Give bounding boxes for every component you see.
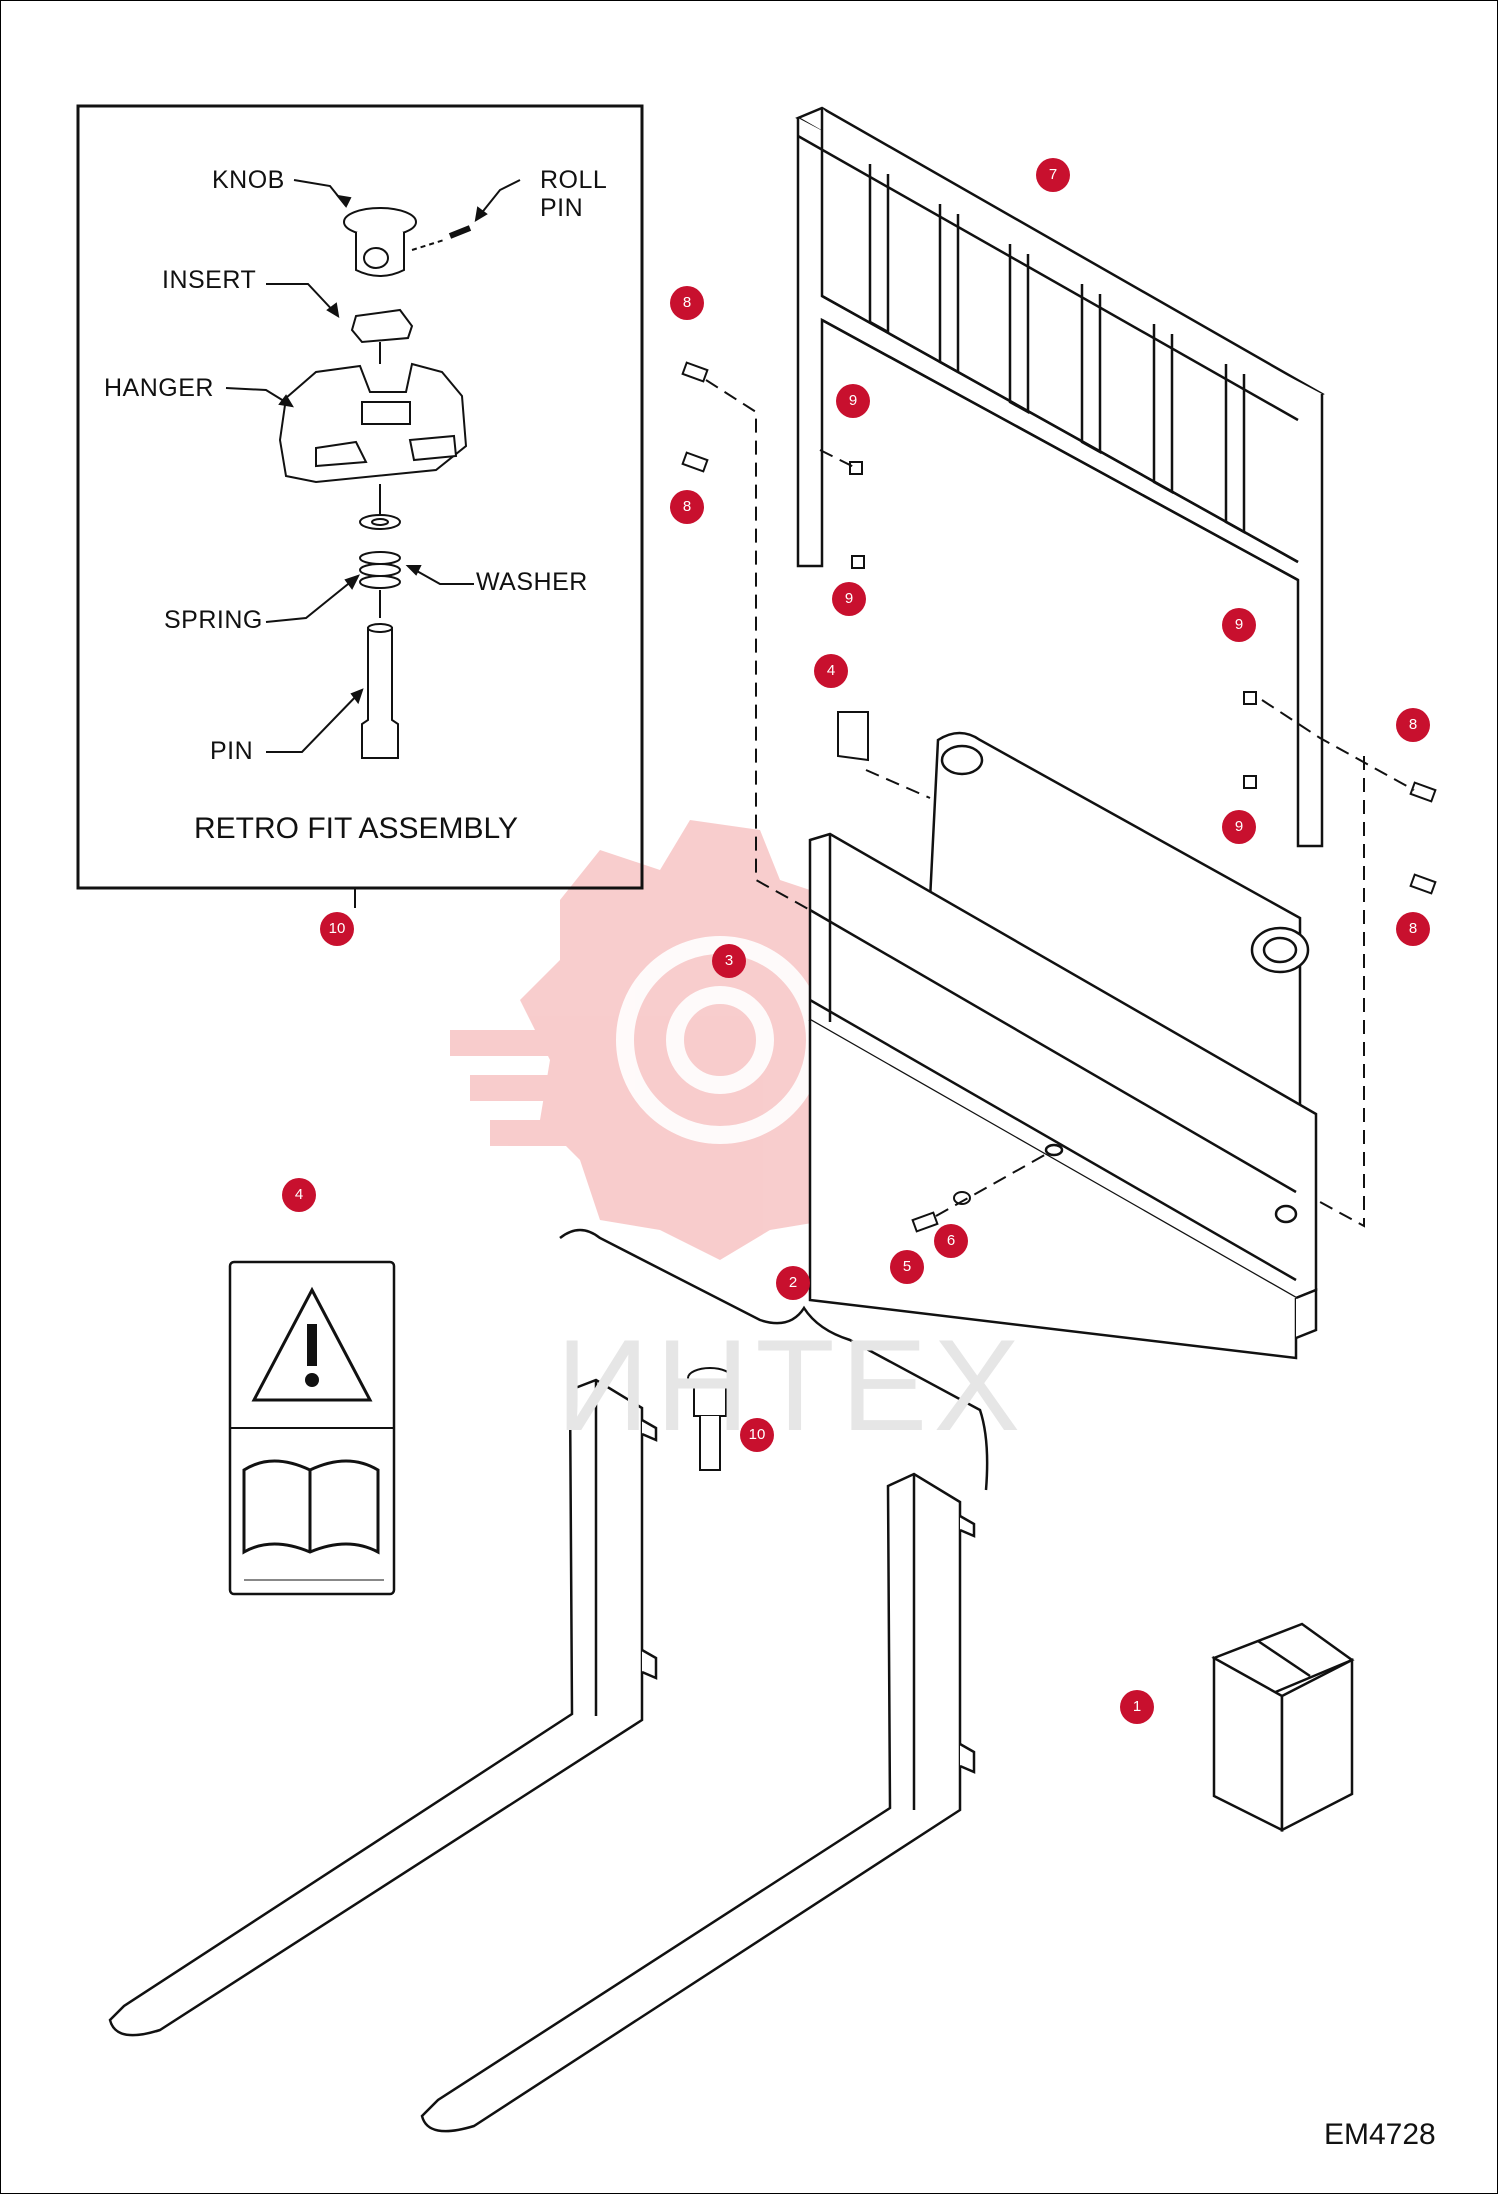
watermark-logo — [450, 820, 900, 1260]
inset-parts — [278, 207, 472, 759]
label-washer: WASHER — [476, 568, 588, 596]
label-roll-pin: ROLL PIN — [540, 166, 608, 222]
parts-box — [1211, 1622, 1355, 1833]
callout-8-right-top: 8 — [1396, 708, 1430, 742]
fork-set-bracket — [559, 1228, 989, 1491]
callout-8-mid: 8 — [670, 490, 704, 524]
inset-title: RETRO FIT ASSEMBLY — [194, 812, 518, 845]
callout-8-right-bottom: 8 — [1396, 912, 1430, 946]
decal-small — [837, 711, 869, 762]
callout-4-decal: 4 — [282, 1178, 316, 1212]
hardware — [681, 361, 1437, 1233]
callout-8-top: 8 — [670, 286, 704, 320]
alignment-lines — [705, 379, 1415, 1228]
callout-4-carriage: 4 — [814, 654, 848, 688]
label-insert: INSERT — [162, 266, 257, 294]
callout-10-fork-pin: 10 — [740, 1418, 774, 1452]
callout-5: 5 — [890, 1250, 924, 1284]
fork-pin — [687, 1367, 733, 1471]
safety-decal — [228, 1260, 396, 1596]
callout-9-right-bottom: 9 — [1222, 810, 1256, 844]
label-pin: PIN — [210, 737, 254, 765]
callout-3: 3 — [712, 944, 746, 978]
watermark-text: ИНТЕХ — [556, 1312, 1027, 1458]
carriage-frame — [808, 731, 1318, 1360]
inset-leader-lines — [225, 179, 521, 753]
callout-9-top: 9 — [836, 384, 870, 418]
document-id: EM4728 — [1324, 2118, 1436, 2151]
callout-7: 7 — [1036, 158, 1070, 192]
label-spring: SPRING — [164, 606, 263, 634]
forks — [108, 1378, 976, 2133]
callout-9-right-top: 9 — [1222, 608, 1256, 642]
callout-9-mid: 9 — [832, 582, 866, 616]
label-hanger: HANGER — [104, 374, 214, 402]
callout-2: 2 — [776, 1266, 810, 1300]
callout-1: 1 — [1120, 1690, 1154, 1724]
label-knob: KNOB — [212, 166, 285, 194]
callout-10-inset: 10 — [320, 912, 354, 946]
callout-6: 6 — [934, 1224, 968, 1258]
backrest-frame — [795, 106, 1325, 848]
inset-box — [76, 104, 644, 890]
